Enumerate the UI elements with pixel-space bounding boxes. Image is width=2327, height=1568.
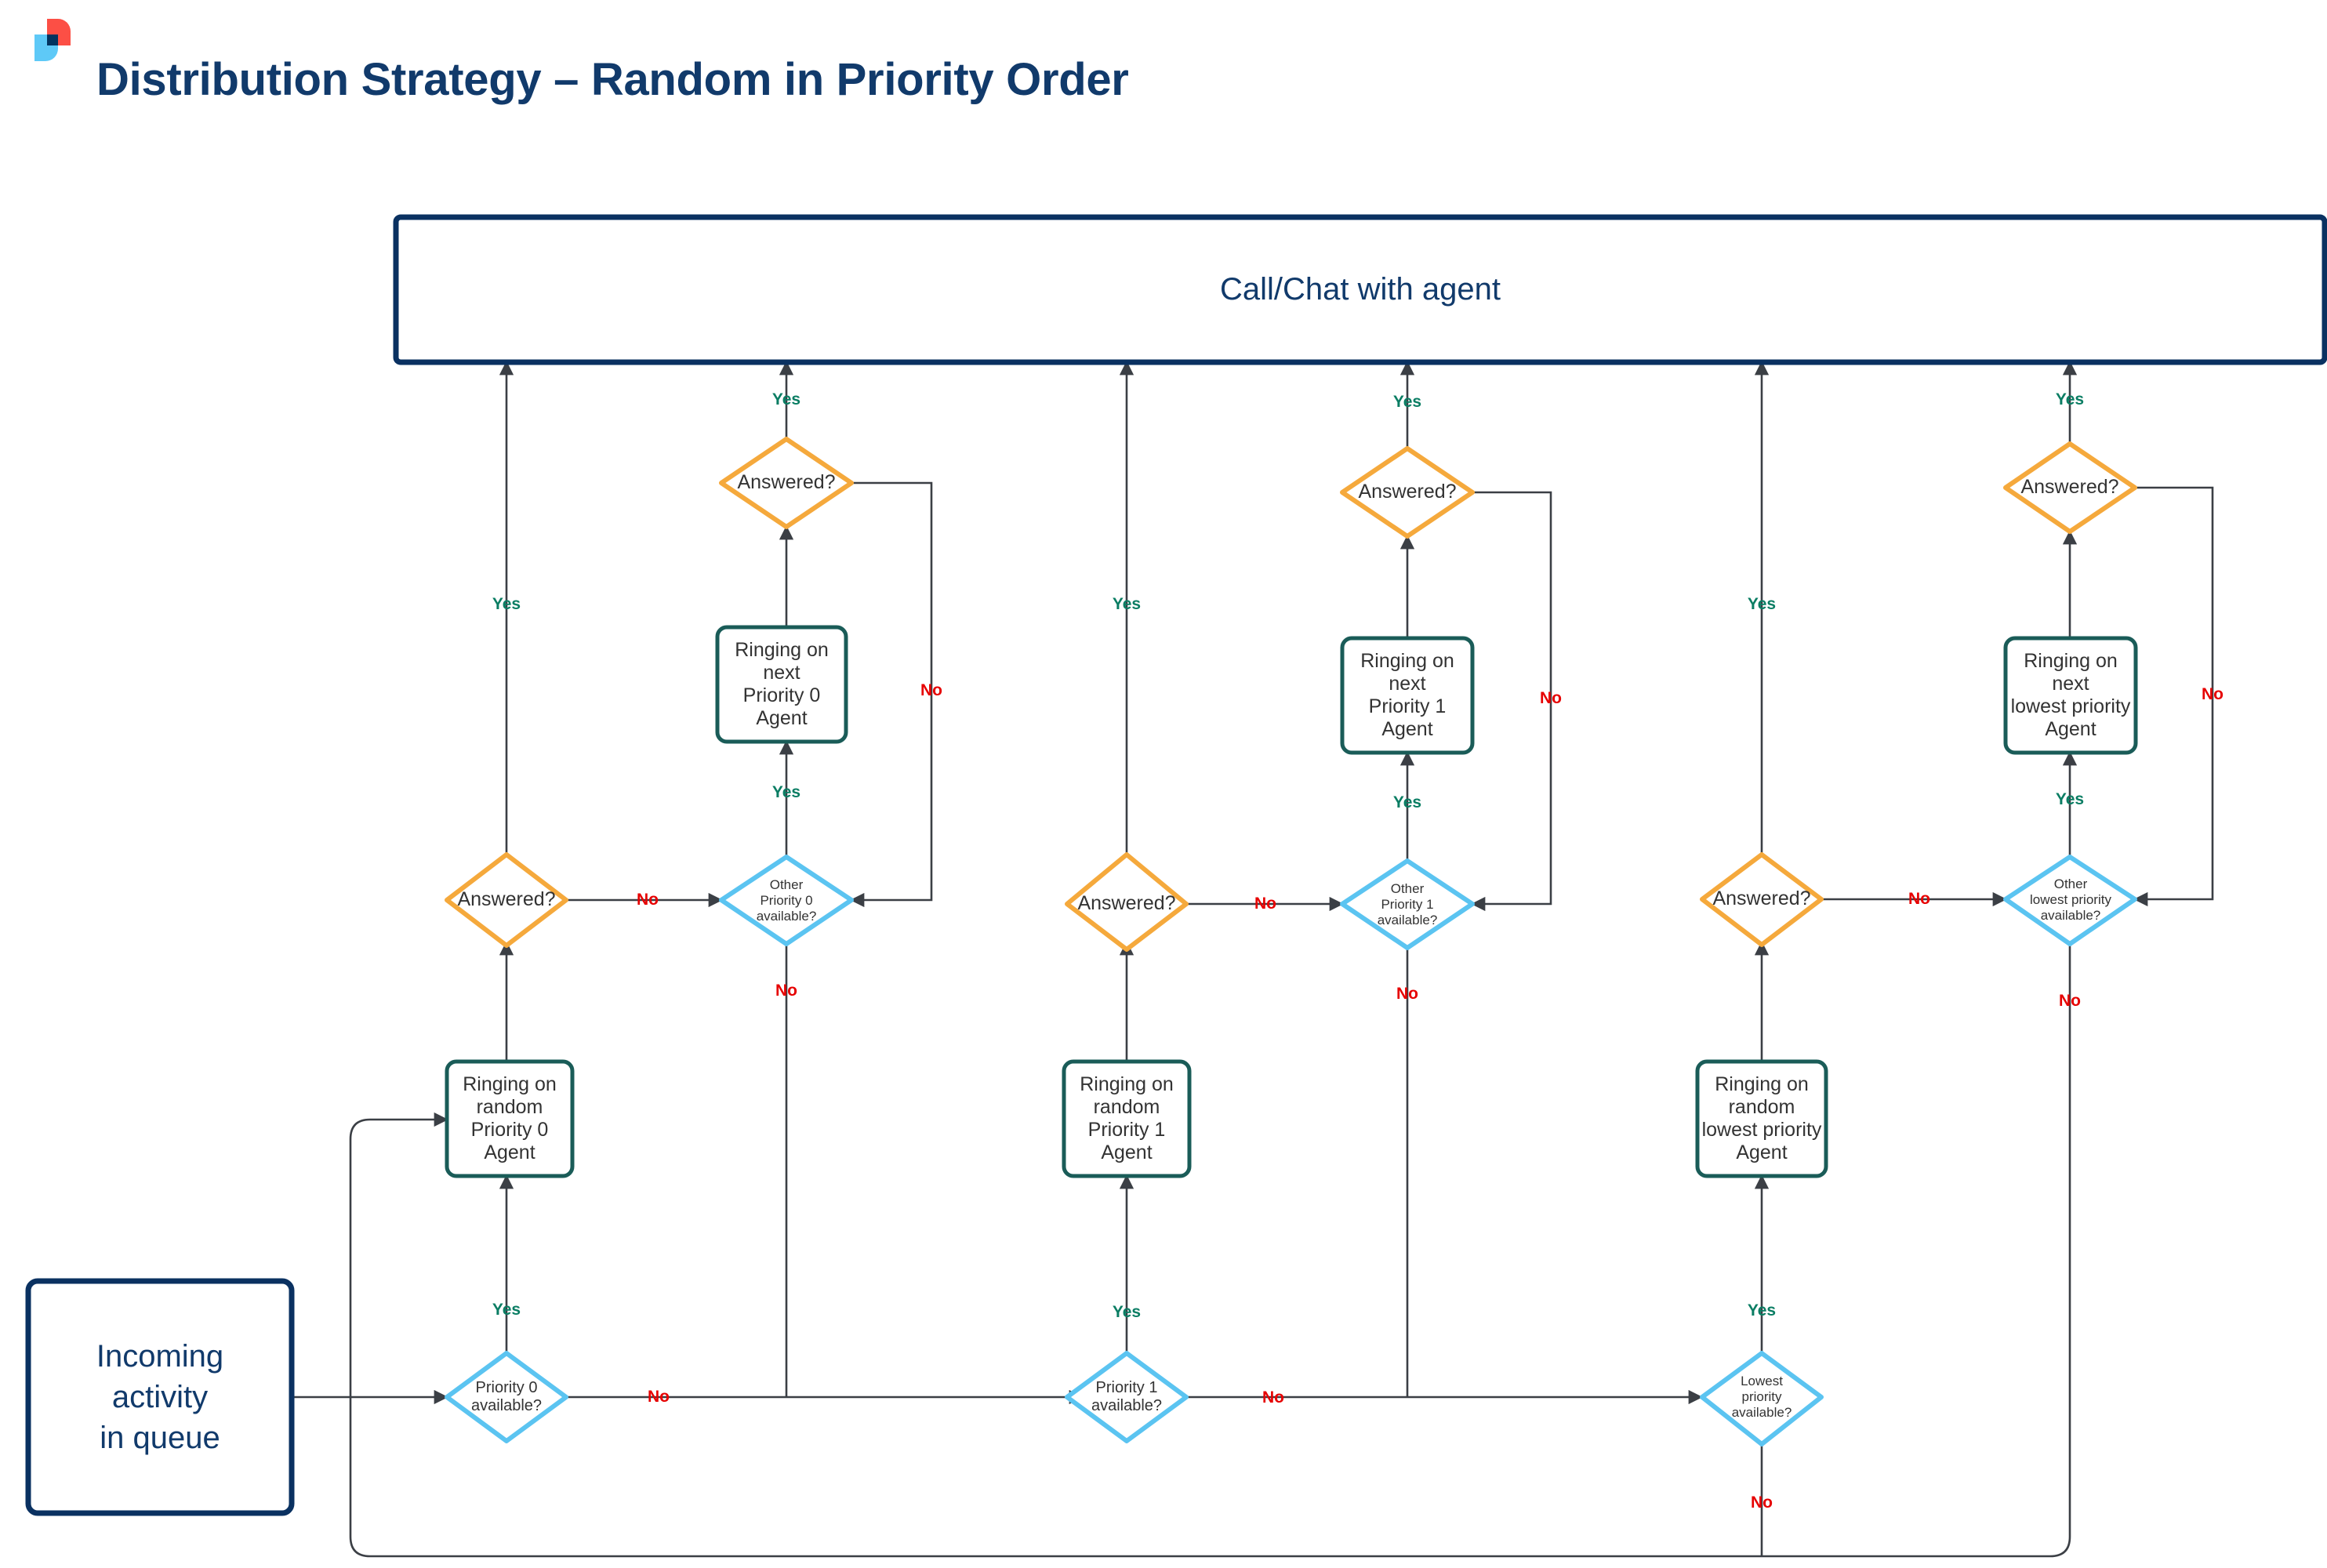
page-title: Distribution Strategy – Random in Priori… bbox=[96, 54, 1129, 105]
node-decision-lowest-priority-available[interactable] bbox=[1700, 1351, 1824, 1446]
node-decision-other-lowest-priority-available[interactable] bbox=[2003, 855, 2137, 946]
node-decision-answered-priority-1[interactable] bbox=[1065, 852, 1189, 952]
connector-group bbox=[292, 361, 2214, 1558]
node-decision-answered-next-priority-1[interactable] bbox=[1340, 446, 1475, 539]
node-decision-priority-1-available[interactable] bbox=[1065, 1351, 1189, 1443]
brand-logo-icon bbox=[34, 19, 71, 61]
node-ringing-random-lowest-priority[interactable] bbox=[1695, 1059, 1828, 1178]
node-decision-answered-priority-0[interactable] bbox=[445, 852, 568, 948]
node-decision-answered-lowest-priority[interactable] bbox=[1700, 852, 1824, 947]
node-ringing-next-lowest-priority[interactable] bbox=[2003, 636, 2138, 755]
node-ringing-next-priority-0[interactable] bbox=[715, 625, 848, 744]
node-ringing-random-priority-0[interactable] bbox=[445, 1059, 575, 1178]
node-top-terminal[interactable] bbox=[393, 214, 2327, 365]
edge-other-lp-no-loop bbox=[349, 944, 2071, 1558]
node-ringing-random-priority-1[interactable] bbox=[1062, 1059, 1192, 1178]
edge-answered-next-p1-no bbox=[1467, 491, 1552, 912]
page-header: Distribution Strategy – Random in Priori… bbox=[0, 0, 2327, 149]
node-decision-other-priority-0-available[interactable] bbox=[719, 855, 854, 946]
node-decision-answered-next-lowest-priority[interactable] bbox=[2003, 441, 2137, 534]
node-decision-answered-next-priority-0[interactable] bbox=[719, 437, 854, 529]
node-decision-priority-0-available[interactable] bbox=[445, 1351, 568, 1443]
edge-answered-next-lp-no bbox=[2129, 486, 2214, 907]
node-ringing-next-priority-1[interactable] bbox=[1340, 636, 1475, 755]
node-start-terminal[interactable] bbox=[25, 1278, 295, 1516]
edge-answered-next-p0-no bbox=[846, 481, 933, 908]
node-decision-other-priority-1-available[interactable] bbox=[1340, 858, 1475, 950]
